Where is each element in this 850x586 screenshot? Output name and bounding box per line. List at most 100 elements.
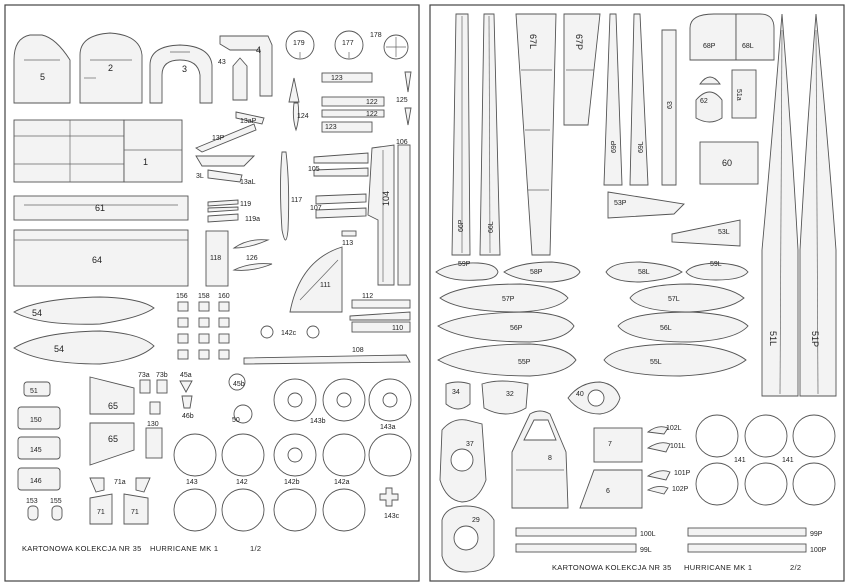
label-68P: 68P [703,43,716,50]
part-13aP [235,111,265,125]
label-99L: 99L [640,547,652,554]
part-34 [445,381,471,410]
part-71-r [123,493,149,525]
part-101P [646,470,671,481]
label-101P: 101P [674,470,691,477]
sheet-1-model: HURRICANE MK 1 [150,544,218,553]
part-62a [699,76,721,85]
part-122 [321,96,385,107]
label-100L: 100L [640,531,656,538]
part-119b [207,206,239,213]
part-6 [579,469,643,509]
label-146: 146 [30,478,42,485]
part-50 [233,404,253,424]
part-56P [437,311,575,343]
label-126: 126 [246,255,258,262]
label-143c: 143c [384,513,400,520]
part-99L [515,543,637,553]
label-6: 6 [606,488,610,495]
part-71-l [89,493,113,525]
label-156: 156 [176,293,188,300]
label-7: 7 [608,441,612,448]
part-64 [13,229,189,287]
part-65b [89,422,135,466]
part-117 [280,151,290,241]
part-73b [156,379,168,394]
label-57P: 57P [502,296,515,303]
part-51P [799,13,837,397]
sheet-2-model: HURRICANE MK 1 [684,563,752,572]
part-150 [17,406,61,430]
part-45b [228,373,246,391]
part-71a-l [89,477,105,493]
part-63 [661,29,677,186]
sheet-1-series: KARTONOWA KOLEKCJA NR 35 [22,544,142,553]
label-145: 145 [30,447,42,454]
label-123: 123 [325,124,337,131]
label-37: 37 [466,441,474,448]
part-143c [379,487,399,507]
disc-142a-t [322,433,366,477]
label-65a: 65 [108,401,118,411]
label-141-a: 141 [734,457,746,464]
disc-142a [322,488,366,532]
label-40: 40 [576,391,584,398]
label-71-l: 71 [97,509,105,516]
part-68P [689,13,737,61]
part-101L [646,442,671,453]
label-106: 106 [396,139,408,146]
part-68L [735,13,775,61]
part-71a-r [135,477,151,493]
part-7 [593,427,643,463]
part-177 [334,30,364,60]
label-68L: 68L [742,43,754,50]
part-69P [603,13,623,186]
label-143b: 143b [310,418,326,425]
label-51: 51 [30,388,38,395]
part-59L [685,262,749,281]
label-141-b: 141 [782,457,794,464]
label-100P: 100P [810,547,827,554]
label-105: 105 [308,166,320,173]
label-122: 122 [366,99,378,106]
label-124: 124 [297,113,309,120]
label-119: 119 [240,201,251,208]
label-32: 32 [506,391,514,398]
label-142b: 142b [284,479,300,486]
part-65a [89,376,135,415]
label-112: 112 [362,293,373,300]
label-71-r: 71 [131,509,139,516]
sheet-1-page: 1/2 [250,544,261,553]
part-179 [285,30,315,60]
part-142c-a [260,325,274,339]
label-54-top: 54 [32,308,42,318]
label-178: 178 [370,32,382,39]
label-104: 104 [381,191,391,206]
part-99P [687,527,807,537]
part-155 [51,505,63,521]
part-51a [731,69,757,119]
label-13P: 13P [212,135,225,142]
part-1 [123,119,183,183]
label-3L: 3L [196,173,204,180]
label-143a: 143a [380,424,396,431]
part-58L [605,261,683,283]
part-60 [699,141,759,185]
part-61 [13,195,189,221]
part-146 [17,467,61,491]
part-130 [145,427,163,459]
part-100P [687,543,807,553]
part-125 [404,71,412,93]
label-61: 61 [95,203,105,213]
label-56P: 56P [510,325,523,332]
label-56L: 56L [660,325,672,332]
label-71a: 71a [114,479,126,486]
label-2: 2 [108,63,113,73]
label-57L: 57L [668,296,680,303]
part-145 [17,436,61,460]
part-105b [313,167,369,177]
sheet-2-page: 2/2 [790,563,801,572]
label-121: 122 [366,111,378,118]
label-65b: 65 [108,434,118,444]
